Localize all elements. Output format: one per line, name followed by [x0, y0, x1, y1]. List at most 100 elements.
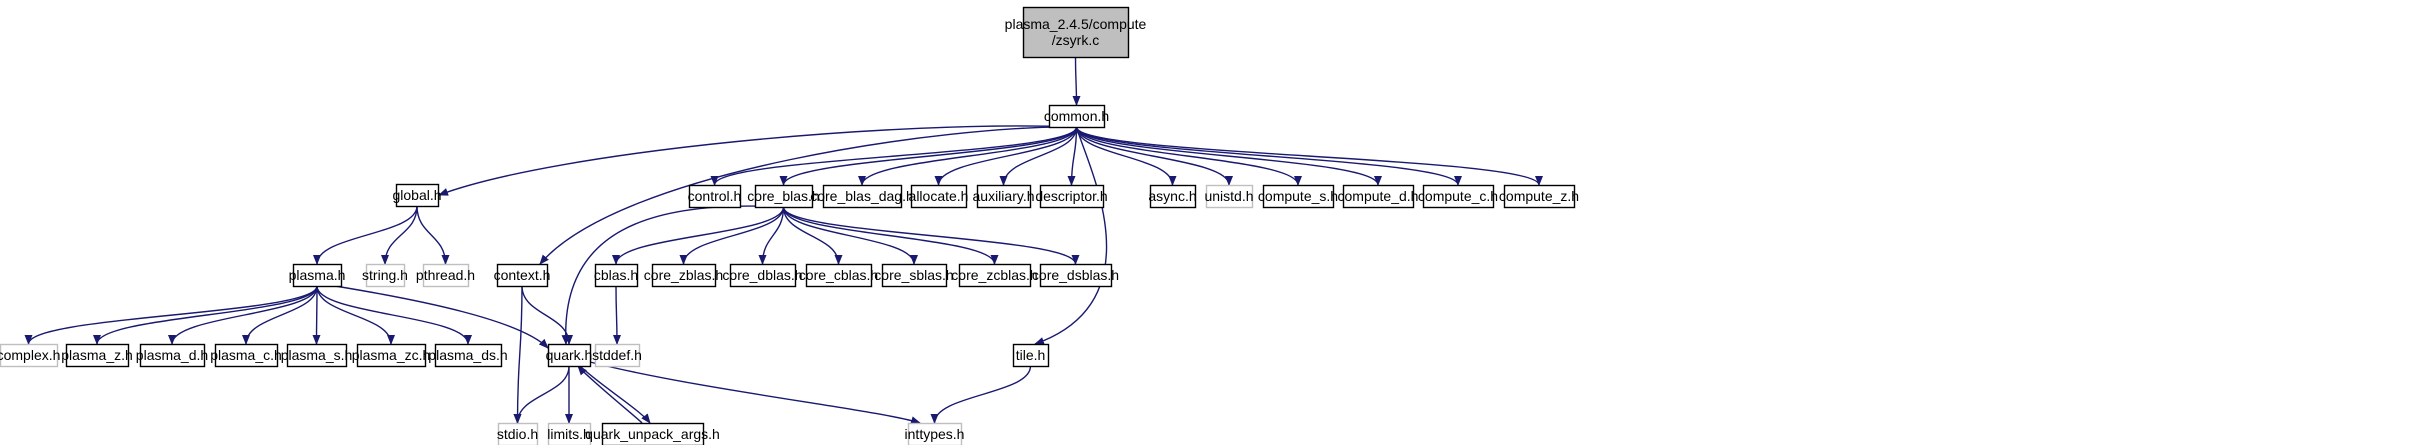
edge-core_blas-to-core_dblas [758, 206, 785, 265]
node-plasma-z[interactable]: plasma_z.h [61, 343, 133, 368]
edge-common-to-async [1075, 126, 1177, 186]
node-box [805, 263, 873, 288]
edge-core_blas-to-core_dsblas [782, 206, 1080, 265]
edge-plasma-to-plasma_s [312, 285, 321, 345]
node-allocate[interactable]: allocate.h [909, 184, 969, 209]
node-compute-d[interactable]: compute_d.h [1338, 184, 1419, 209]
node-core-dsblas[interactable]: core_dsblas.h [1032, 263, 1119, 288]
node-box [497, 422, 539, 445]
edge-plasma-to-plasma_c [242, 285, 318, 345]
node-compute-z[interactable]: compute_z.h [1499, 184, 1579, 209]
node-plasma-c[interactable]: plasma_c.h [210, 343, 282, 368]
node-box [547, 422, 592, 445]
node-plasma-zc[interactable]: plasma_zc.h [352, 343, 431, 368]
node-box [688, 184, 742, 209]
node-core-zcblas[interactable]: core_zcblas.h [951, 263, 1038, 288]
node-label: quark.h [546, 347, 593, 363]
node-label: core_dblas.h [722, 267, 802, 283]
node-tile[interactable]: tile.h [1012, 343, 1050, 368]
node-label: plasma_c.h [210, 347, 282, 363]
edge-core_blas-to-core_cblas [782, 206, 843, 265]
node-context[interactable]: context.h [494, 263, 551, 288]
node-control[interactable]: control.h [688, 184, 742, 209]
edge-global-to-pthread [416, 205, 450, 265]
node-global[interactable]: global.h [392, 183, 442, 208]
node-label: compute_s.h [1258, 188, 1338, 204]
node-cblas[interactable]: cblas.h [594, 263, 639, 288]
node-box [65, 343, 130, 368]
node-plasma[interactable]: plasma.h [289, 263, 346, 288]
node-compute-s[interactable]: compute_s.h [1258, 184, 1338, 209]
node-box [214, 343, 279, 368]
node-compute-c[interactable]: compute_c.h [1418, 184, 1498, 209]
edge-context-to-stdio [513, 285, 523, 424]
node-auxiliary[interactable]: auxiliary.h [973, 184, 1035, 209]
node-box [1205, 184, 1254, 209]
edge-plasma-to-plasma_d [168, 285, 318, 345]
node-box [976, 184, 1032, 209]
edge-core_blas-to-core_zblas [679, 206, 785, 265]
node-quark-unpack-args[interactable]: quark_unpack_args.h [585, 422, 720, 445]
node-label: string.h [362, 267, 408, 283]
node-label: plasma.h [289, 267, 346, 283]
nodes-layer: plasma_2.4.5/compute/zsyrk.c common.h glob… [0, 6, 1579, 445]
node-label: global.h [392, 187, 441, 203]
node-label: core_blas_dag.h [810, 188, 914, 204]
node-box [547, 343, 592, 368]
edge-common-to-control [710, 126, 1078, 186]
edge-quark-to-quark_unpack_args [579, 365, 651, 424]
node-quark[interactable]: quark.h [546, 343, 593, 368]
node-label: core_zblas.h [644, 267, 723, 283]
edge-global-to-string [381, 205, 418, 265]
node-label: plasma_ds.h [428, 347, 507, 363]
node-core-sblas[interactable]: core_sblas.h [874, 263, 954, 288]
node-core-cblas[interactable]: core_cblas.h [799, 263, 878, 288]
node-box [292, 263, 343, 288]
edge-common-to-context [539, 126, 1077, 265]
edge-common-to-core_blas [779, 126, 1078, 186]
node-plasma-d[interactable]: plasma_d.h [136, 343, 208, 368]
edge-common-to-core_blas_dag [858, 126, 1078, 186]
edge-common-to-compute_z [1075, 126, 1543, 186]
node-label: common.h [1044, 108, 1109, 124]
node-plasma-ds[interactable]: plasma_ds.h [428, 343, 508, 368]
node-label: descriptor.h [1035, 188, 1107, 204]
edge-common-to-compute_c [1075, 126, 1462, 186]
edge-global-to-plasma [313, 205, 418, 265]
edge-core_blas-to-cblas [612, 206, 785, 265]
node-label: stddef.h [592, 347, 642, 363]
node-box [356, 343, 427, 368]
edge-quark_unpack_args-to-quark [577, 365, 643, 424]
node-box [0, 343, 59, 368]
edge-plasma-to-quark [334, 285, 549, 349]
node-box [1342, 184, 1415, 209]
edge-cblas-to-stddef [612, 285, 621, 345]
node-label: plasma_d.h [136, 347, 208, 363]
edge-quark-to-stdio [513, 365, 570, 424]
node-descriptor[interactable]: descriptor.h [1035, 184, 1108, 209]
node-box [907, 422, 963, 445]
node-box [651, 263, 717, 288]
node-root[interactable]: plasma_2.4.5/compute/zsyrk.c [1005, 6, 1147, 59]
node-label: plasma_z.h [61, 347, 133, 363]
node-box [139, 343, 206, 368]
node-label: async.h [1148, 188, 1196, 204]
node-core-zblas[interactable]: core_zblas.h [644, 263, 723, 288]
node-common[interactable]: common.h [1044, 104, 1109, 129]
node-box [1039, 184, 1105, 209]
node-box [594, 263, 639, 288]
node-box [1039, 263, 1113, 288]
node-box [601, 422, 705, 445]
node-box [594, 343, 641, 368]
node-core-dblas[interactable]: core_dblas.h [722, 263, 803, 288]
node-async[interactable]: async.h [1148, 184, 1197, 209]
node-box [1149, 184, 1197, 209]
node-core-blas-dag[interactable]: core_blas_dag.h [810, 184, 914, 209]
node-plasma-s[interactable]: plasma_s.h [281, 343, 353, 368]
node-box [1048, 104, 1106, 129]
node-core-blas[interactable]: core_blas.h [747, 184, 820, 209]
node-label: plasma_zc.h [352, 347, 431, 363]
node-box [395, 183, 440, 208]
node-label: core_cblas.h [799, 267, 878, 283]
